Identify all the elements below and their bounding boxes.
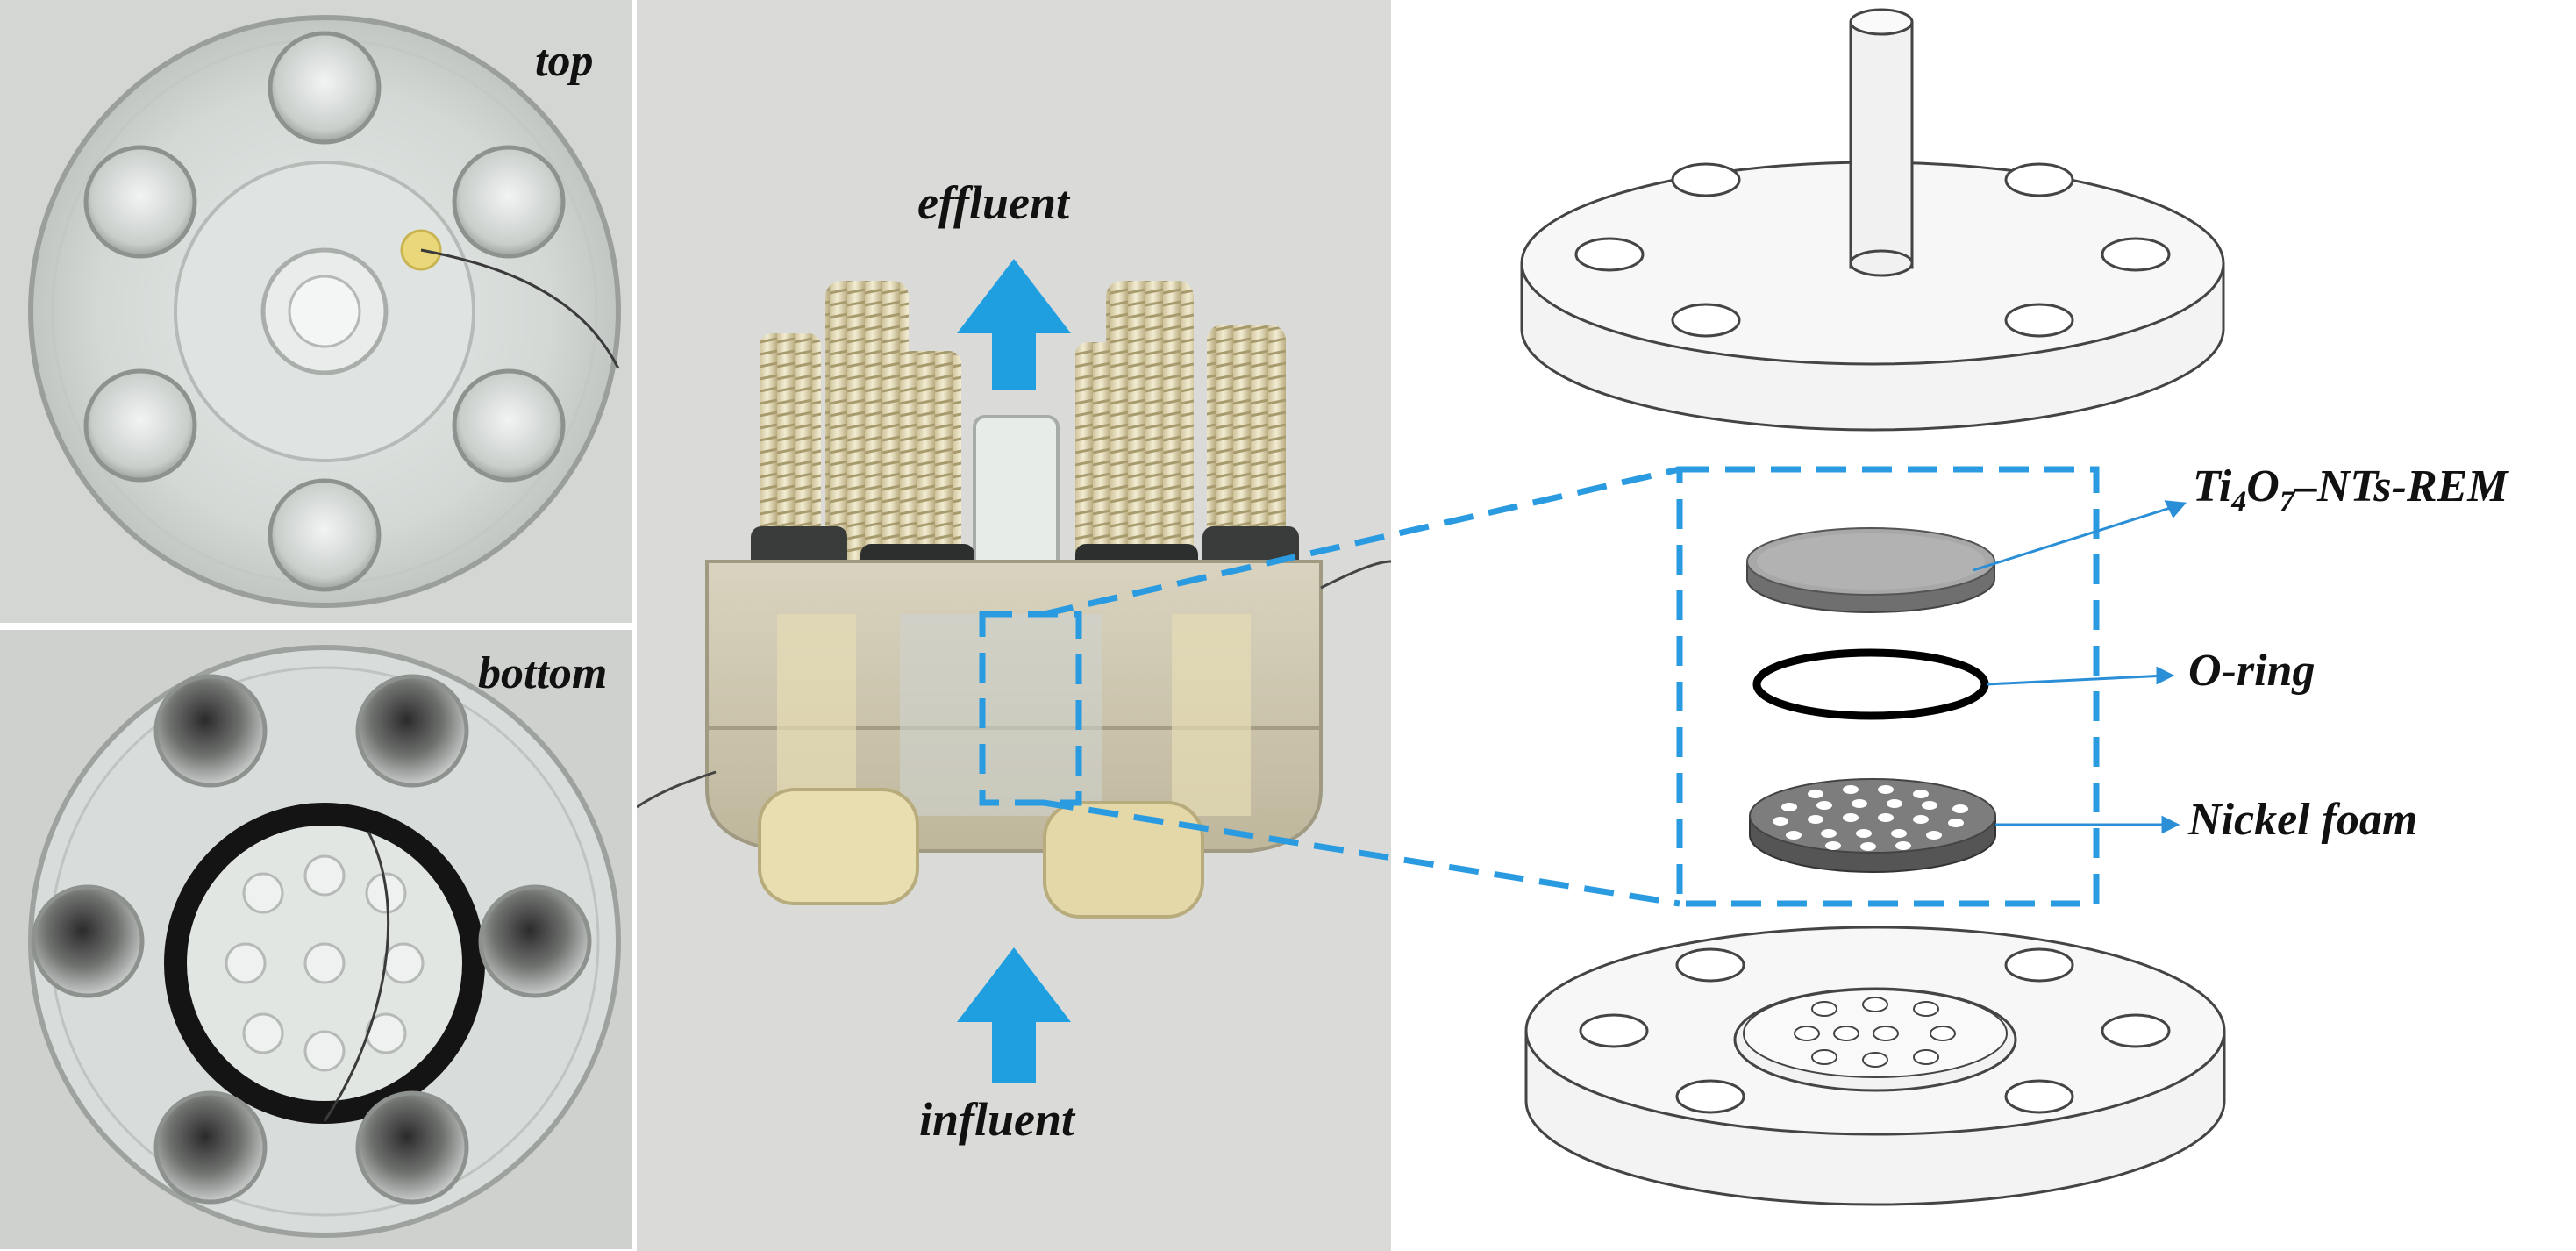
o-ring-shape <box>1752 648 1989 720</box>
bottom-plate-schematic <box>1524 926 2226 1206</box>
photo-top-view: top <box>0 0 632 623</box>
top-plate-schematic <box>1520 8 2225 432</box>
ti4o7-label-o: O <box>2246 461 2280 511</box>
bottom-plate-drawing <box>0 630 632 1249</box>
influent-arrow <box>957 947 1071 1083</box>
ti4o7-label-suffix: –NTs-REM <box>2294 461 2508 511</box>
influent-label: influent <box>919 1093 1075 1146</box>
top-label: top <box>535 36 594 86</box>
bottom-label: bottom <box>478 648 608 698</box>
ti4o7-label-sub1: 4 <box>2231 485 2247 518</box>
effluent-arrow <box>957 259 1071 390</box>
photo-bottom-view: bottom <box>0 630 632 1249</box>
leader-lines <box>1973 500 2187 834</box>
nickel-foam-label: Nickel foam <box>2188 795 2418 845</box>
ti4o7-label-sub2: 7 <box>2279 485 2294 518</box>
photo-assembled-reactor: effluent influent <box>637 0 1391 1251</box>
ti4o7-label-ti: Ti <box>2193 461 2232 511</box>
top-plate-drawing <box>0 0 632 623</box>
ti4o7-label: Ti4O7–NTs-REM <box>2193 461 2508 518</box>
o-ring-label: O-ring <box>2188 646 2316 696</box>
effluent-label: effluent <box>917 176 1069 229</box>
nickel-foam-disk <box>1749 778 1996 873</box>
ti4o7-disk <box>1746 527 1995 613</box>
